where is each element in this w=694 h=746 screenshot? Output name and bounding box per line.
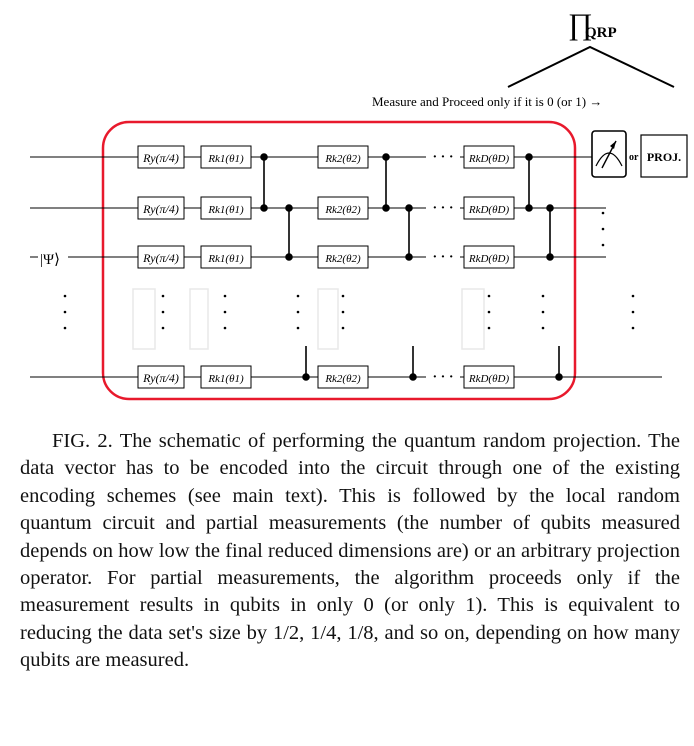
- r2-gate-n-label: Rk2(θ2): [324, 373, 361, 385]
- r2-gate-1-label: Rk2(θ2): [324, 153, 361, 165]
- r1-gate-n: [200, 365, 252, 389]
- measure-note: Measure and Proceed only if it is 0 (or …: [372, 94, 602, 109]
- ry-gate-2-label: Ry(π/4): [142, 202, 179, 216]
- or-label: or: [629, 152, 639, 163]
- qrp-symbol: ∏: [568, 8, 593, 41]
- r1-gate-2: [200, 196, 252, 220]
- qrp-wedge: [507, 45, 675, 88]
- r1-gate-n-label: Rk1(θ1): [207, 373, 244, 385]
- r2-gate-3-label: Rk2(θ2): [324, 253, 361, 265]
- r1-gate-3-label: Rk1(θ1): [207, 253, 244, 265]
- rd-gate-1-label: RkD(θD): [468, 153, 510, 165]
- ry-gate-3: [137, 245, 185, 269]
- qrp-subscript: QRP: [585, 25, 617, 41]
- rd-gate-2-label: RkD(θD): [468, 204, 510, 216]
- r1-gate-3: [200, 245, 252, 269]
- r2-gate-2: [317, 196, 369, 220]
- vertical-dots: [63, 211, 635, 330]
- r2-gate-3: [317, 245, 369, 269]
- ry-gate-3-label: Ry(π/4): [142, 251, 179, 265]
- ry-gate-n: [137, 365, 185, 389]
- faint-boxes: [132, 288, 485, 350]
- ellipsis-2: · · ·: [432, 201, 453, 216]
- r2-gate-2-label: Rk2(θ2): [324, 204, 361, 216]
- caption-label: FIG. 2.: [52, 430, 113, 452]
- projection-operator: PROJ.: [640, 134, 688, 178]
- rd-gate-2: [463, 196, 515, 220]
- figure-caption: FIG. 2. The schematic of performing the …: [20, 428, 680, 675]
- r1-gate-2-label: Rk1(θ1): [207, 204, 244, 216]
- ry-gate-2: [137, 196, 185, 220]
- random-circuit-region: [101, 120, 577, 401]
- ellipsis-1: · · ·: [432, 150, 453, 165]
- layer2-gates: [317, 145, 369, 389]
- ry-gate-1: [137, 145, 185, 169]
- ry-gate-1-label: Ry(π/4): [142, 151, 179, 165]
- caption-text: The schematic of performing the quantum …: [20, 430, 680, 672]
- entangler-links: [260, 153, 563, 381]
- rd-gate-1: [463, 145, 515, 169]
- qrp-operator: ∏ QRP: [507, 8, 675, 88]
- circuit-figure: ∏ QRP Measure and Proceed only if it is …: [30, 8, 688, 401]
- layer1-gates: [200, 145, 252, 389]
- rd-gate-3: [463, 245, 515, 269]
- ry-gates: [137, 145, 185, 389]
- r2-gate-n: [317, 365, 369, 389]
- input-state-label: |Ψ⟩: [40, 252, 60, 268]
- rd-gate-3-label: RkD(θD): [468, 253, 510, 265]
- rd-gate-n: [463, 365, 515, 389]
- measurement-meter-icon: [591, 130, 627, 178]
- ellipsis-n: · · ·: [432, 370, 453, 385]
- r1-gate-1: [200, 145, 252, 169]
- r1-gate-1-label: Rk1(θ1): [207, 153, 244, 165]
- projection-label: PROJ.: [647, 150, 681, 164]
- rd-gate-n-label: RkD(θD): [468, 373, 510, 385]
- layerD-gates: [463, 145, 515, 389]
- r2-gate-1: [317, 145, 369, 169]
- ry-gate-n-label: Ry(π/4): [142, 371, 179, 385]
- ellipsis-3: · · ·: [432, 250, 453, 265]
